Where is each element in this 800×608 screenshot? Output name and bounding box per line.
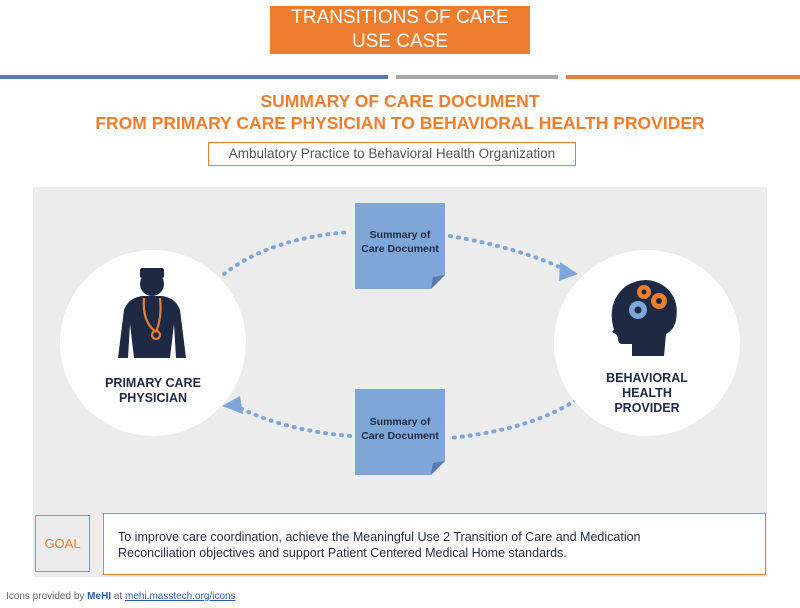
credit-prefix: Icons provided by: [6, 591, 85, 602]
credit-brand: MeHI: [87, 591, 112, 602]
document-top-icon: [355, 203, 445, 289]
physician-label-line-1: PRIMARY CARE: [105, 376, 201, 390]
arrow-bottom-left: [234, 404, 352, 438]
title-box: TRANSITIONS OF CARE USE CASE: [270, 6, 530, 54]
title-line-1: TRANSITIONS OF CARE: [291, 7, 509, 28]
physician-icon: [118, 268, 186, 358]
heading-line-2: FROM PRIMARY CARE PHYSICIAN TO BEHAVIORA…: [95, 113, 705, 133]
physician-label-line-2: PHYSICIAN: [118, 391, 188, 405]
title-line-2: USE CASE: [351, 31, 449, 52]
behavioral-label-line-2: HEALTH: [622, 386, 672, 400]
document-top-label: Summary of Care Document: [355, 228, 445, 256]
divider-gray: [396, 75, 558, 79]
credit-link[interactable]: mehi.masstech.org/icons: [124, 591, 236, 602]
document-top-line-2: Care Document: [361, 243, 439, 255]
document-bottom-label: Summary of Care Document: [355, 415, 445, 443]
document-bottom-line-2: Care Document: [361, 430, 439, 442]
brain-gears-icon: [611, 280, 677, 356]
arrow-top-left: [222, 230, 352, 276]
credit-at: at: [113, 591, 123, 602]
arrowhead-right: [559, 262, 578, 281]
goal-text-line-2: Reconciliation objectives and support Pa…: [118, 546, 567, 560]
behavioral-label-line-3: PROVIDER: [614, 401, 680, 415]
document-bottom-icon: [355, 389, 445, 475]
page-heading: SUMMARY OF CARE DOCUMENT FROM PRIMARY CA…: [0, 90, 800, 134]
goal-text-line-1: To improve care coordination, achieve th…: [118, 530, 641, 544]
goal-text-box: [103, 513, 766, 575]
document-bottom-line-1: Summary of: [369, 416, 431, 428]
heading-line-1: SUMMARY OF CARE DOCUMENT: [260, 91, 540, 111]
subtitle: Ambulatory Practice to Behavioral Health…: [208, 142, 576, 166]
behavioral-label-line-1: BEHAVIORAL: [606, 371, 688, 385]
behavioral-provider-label: BEHAVIORAL HEALTH PROVIDER: [554, 371, 740, 416]
goal-label: GOAL: [35, 515, 90, 572]
divider-blue: [0, 75, 388, 79]
divider-orange: [566, 75, 800, 79]
goal-text: To improve care coordination, achieve th…: [118, 529, 758, 561]
icon-credit: Icons provided by MeHI at mehi.masstech.…: [6, 591, 236, 602]
arrow-top-right: [448, 234, 568, 272]
arrowhead-left: [222, 396, 243, 414]
physician-label: PRIMARY CARE PHYSICIAN: [60, 376, 246, 406]
document-top-line-1: Summary of: [369, 229, 431, 241]
